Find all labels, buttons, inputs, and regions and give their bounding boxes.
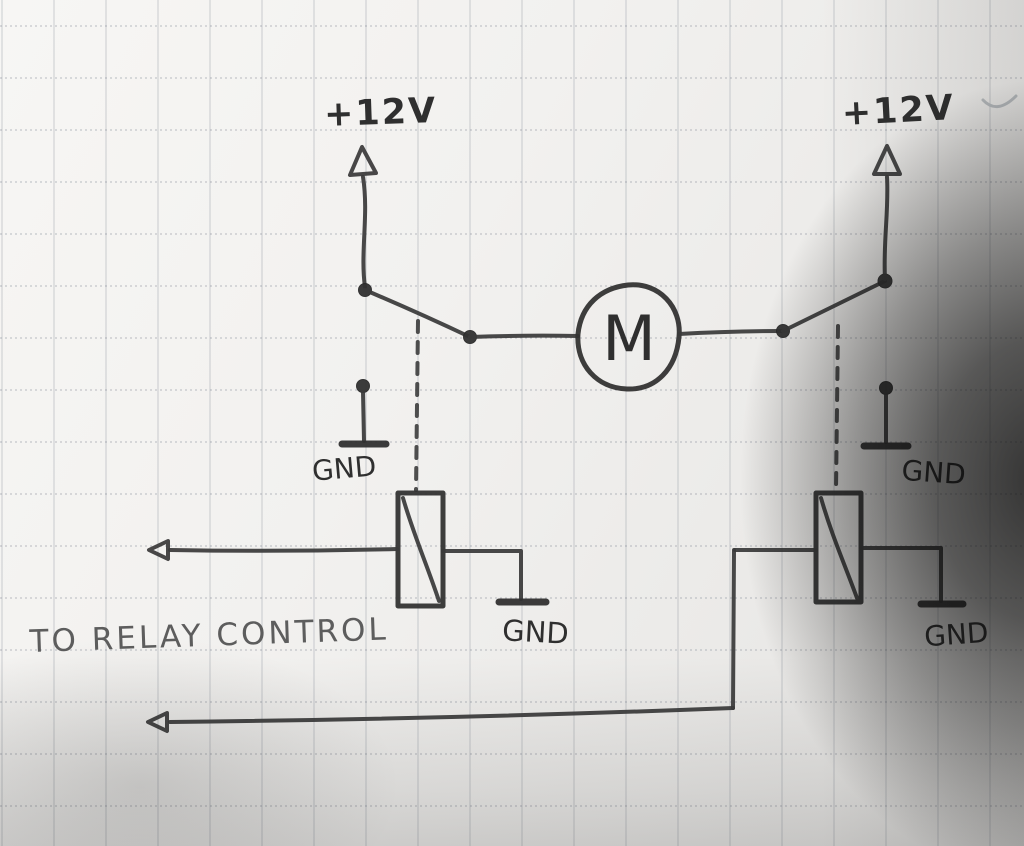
right-up-arrow-icon xyxy=(872,144,902,176)
right-mechanical-link-dashed xyxy=(834,324,840,492)
right-control-riser-wire xyxy=(731,548,736,710)
bottom-control-wire xyxy=(168,706,735,724)
right-supply: +12V xyxy=(841,88,956,281)
right-supply-wire xyxy=(882,175,890,281)
left-coil-gnd-label: GND xyxy=(501,613,569,650)
left-mechanical-link-dashed xyxy=(414,319,420,492)
motor-circle xyxy=(575,282,682,392)
right-switch-gnd-label: GND xyxy=(900,454,966,491)
motor-symbol: M xyxy=(468,282,785,392)
left-supply-label: +12V xyxy=(323,91,437,135)
right-coil-gnd-wire xyxy=(859,546,943,603)
left-supply: +12V xyxy=(323,91,438,289)
right-coil-gnd-label: GND xyxy=(923,616,989,653)
left-changeover-switch: GND xyxy=(311,283,477,492)
right-supply-label: +12V xyxy=(841,88,956,134)
motor-wire-right xyxy=(677,329,785,336)
right-coil-diagonal xyxy=(819,496,859,600)
motor-label: M xyxy=(602,302,656,375)
left-switch-arm xyxy=(363,288,472,339)
relay-coil-right: GND xyxy=(146,490,990,733)
left-coil-diagonal xyxy=(401,496,441,603)
caption-to-relay-control: TO RELAY CONTROL xyxy=(28,611,389,660)
relay-coil-left: GND xyxy=(147,490,570,651)
bottom-control-arrow-icon xyxy=(146,711,169,733)
left-gnd-contact-stem xyxy=(361,390,366,443)
left-up-arrow-icon xyxy=(348,145,378,177)
left-switch-gnd-label: GND xyxy=(311,449,378,487)
left-supply-wire xyxy=(361,175,368,289)
left-coil-gnd-wire xyxy=(441,549,523,601)
checkmark-icon xyxy=(981,94,1018,108)
motor-wire-left xyxy=(468,333,580,339)
left-control-wire xyxy=(168,547,399,553)
